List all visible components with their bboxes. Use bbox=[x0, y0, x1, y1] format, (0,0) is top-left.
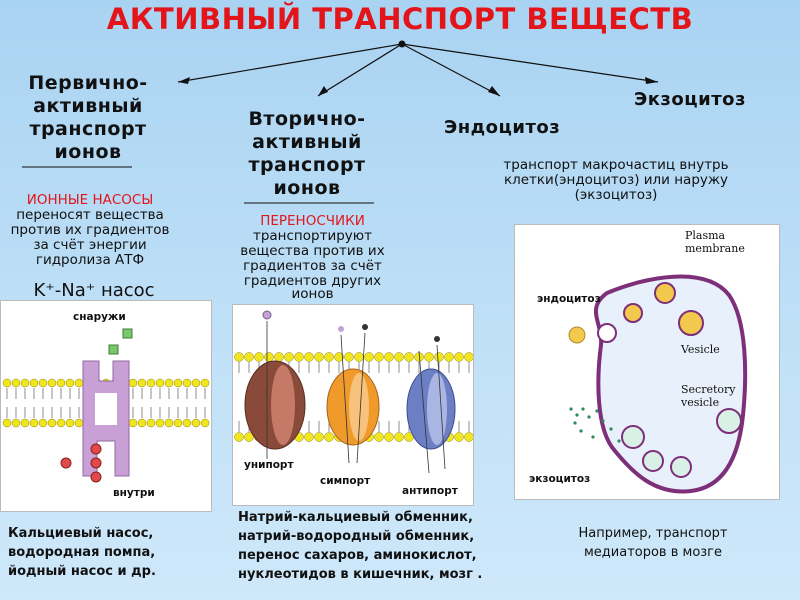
carrier-diagram: унипорт симпорт антипорт bbox=[232, 304, 474, 506]
primary-transport-heading: Первично- активный транспорт ионов bbox=[28, 72, 148, 163]
exocytosis-heading: Экзоцитоз bbox=[634, 89, 746, 110]
endocytosis-heading: Эндоцитоз bbox=[444, 117, 561, 138]
endocytosis-label: эндоцитоз bbox=[537, 293, 601, 305]
right-caption: Например, транспорт медиаторов в мозге bbox=[578, 526, 728, 560]
macro-description: транспорт макрочастиц внутрь клетки(эндо… bbox=[503, 157, 729, 203]
secondary-caption: Натрий-кальциевый обменник, натрий-водор… bbox=[238, 510, 483, 582]
secondary-description: ПЕРЕНОСЧИКИ транспортируют вещества прот… bbox=[220, 213, 405, 300]
symport-label: симпорт bbox=[317, 475, 374, 487]
primary-description: ИОННЫЕ НАСОСЫ переносят вещества против … bbox=[0, 193, 180, 268]
secondary-transport-heading: Вторично- активный транспорт ионов bbox=[248, 108, 366, 199]
primary-caption: Кальциевый насос, водородная помпа, йодн… bbox=[8, 526, 156, 579]
k-na-pump-label: K⁺-Na⁺ насос bbox=[33, 280, 155, 301]
carriers-subtitle: ПЕРЕНОСЧИКИ bbox=[260, 213, 365, 229]
connector-tree bbox=[177, 40, 659, 97]
antiport-label: антипорт bbox=[399, 485, 461, 497]
exocytosis-label: экзоцитоз bbox=[529, 473, 591, 485]
outside-label: снаружи bbox=[73, 311, 126, 323]
vesicle-label: Vesicle bbox=[681, 343, 720, 356]
page-title: АКТИВНЫЙ ТРАНСПОРТ ВЕЩЕСТВ bbox=[106, 2, 694, 36]
ion-pumps-subtitle: ИОННЫЕ НАСОСЫ bbox=[26, 192, 154, 208]
inside-label: внутри bbox=[113, 487, 155, 499]
primary-underline bbox=[22, 166, 132, 168]
ion-pump-diagram: снаружи внутри bbox=[0, 300, 212, 512]
secondary-underline bbox=[244, 202, 374, 204]
uniport-label: унипорт bbox=[241, 459, 297, 471]
